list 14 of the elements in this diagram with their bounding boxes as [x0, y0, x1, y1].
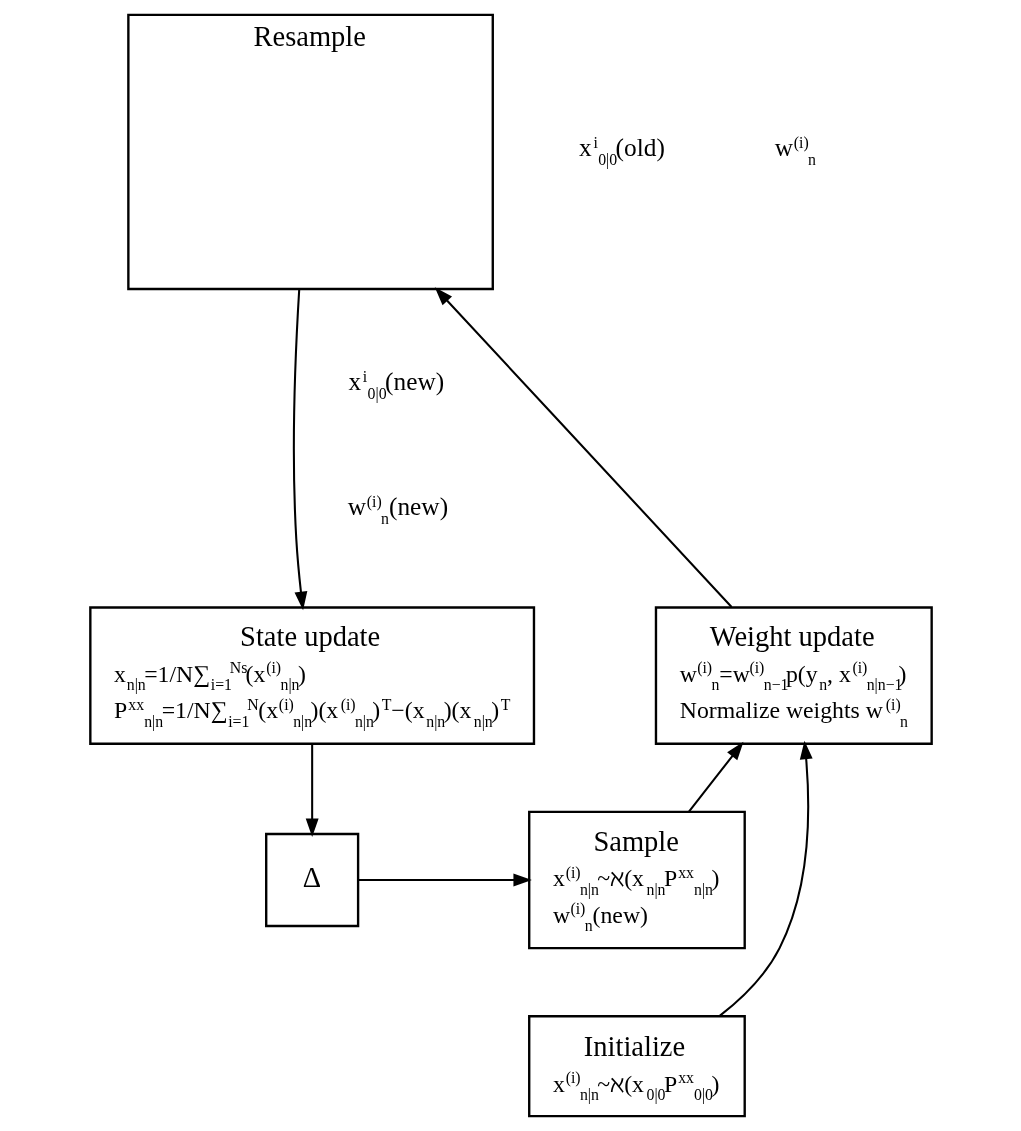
- node-box: Initialize x$^{(i)}$$_{n|n}$~ℵ(x$_{0|0}$P$^{xx}$$_{0|0}$): [527, 1015, 746, 1118]
- node-box: Resample: [126, 13, 494, 291]
- arrow: [305, 744, 319, 837]
- node-box: State update x$_{n|n}$=1/N∑$_{i=1}$$^{Ns}$(x$^{(i)}$$_{n|n}$) P$^{xx}$$_{n|n}$=1/N∑$_{i=1}$$^{N}$(x$^{(i)}$$_{n|n}$)(x$^{(i)}$$_{n|n}$)$^{T}$−(x$_{n|n}$)(x$_{n|n}$)$^{T}$: [88, 606, 535, 745]
- node-box: Δ: [264, 832, 359, 928]
- arrow: [357, 873, 532, 887]
- arrow: [687, 741, 743, 813]
- arrow: [718, 740, 813, 1017]
- label: w$^{(i)}$$_{n}$(new): [347, 492, 448, 527]
- label: x$^{i}$$_{0|0}$(old): [578, 133, 665, 168]
- arrow: [434, 287, 732, 608]
- node-box: Sample x$^{(i)}$$_{n|n}$~ℵ(x$_{n|n}$P$^{xx}$$_{n|n}$) w$^{(i)}$$_{n}$(new): [527, 810, 746, 950]
- label: x$^{i}$$_{0|0}$(new): [348, 367, 444, 402]
- arrow: [292, 289, 307, 611]
